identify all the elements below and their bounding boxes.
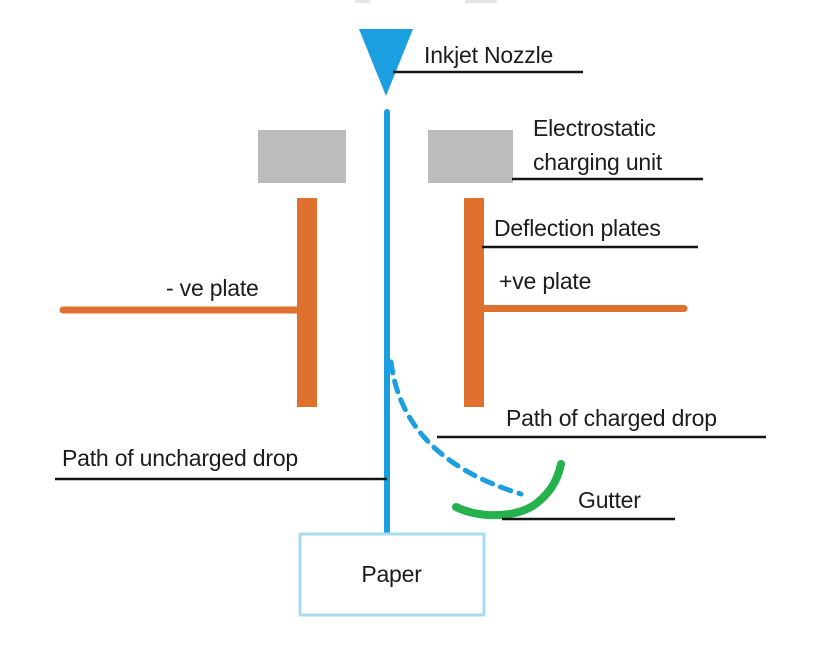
charging-unit-block-right: [428, 130, 513, 183]
deflection-plates-label: Deflection plates: [494, 215, 661, 241]
charging-unit-label: Electrostatic charging unit: [533, 111, 662, 179]
gutter-label: Gutter: [578, 487, 641, 513]
gutter-curve: [452, 460, 565, 520]
charging-unit-label-line1: Electrostatic: [533, 115, 656, 141]
top-remnant-mark: [465, 0, 497, 3]
inkjet-nozzle-label: Inkjet Nozzle: [424, 42, 554, 68]
deflection-plate-right-bar: [464, 198, 484, 407]
deflection-plate-left-bar: [297, 198, 317, 407]
charging-unit-label-line2: charging unit: [533, 149, 663, 175]
inkjet-nozzle-triangle: [359, 29, 413, 96]
charged-drop-dashed-path: [388, 359, 524, 497]
path-charged-label: Path of charged drop: [506, 405, 717, 431]
paper-label-container: Paper: [299, 534, 484, 614]
paper-box: [298, 532, 486, 617]
top-remnant-mark: [355, 0, 370, 3]
path-uncharged-label: Path of uncharged drop: [62, 445, 298, 471]
positive-plate-label: +ve plate: [499, 268, 592, 294]
paper-label: Paper: [361, 561, 422, 587]
negative-plate-label: - ve plate: [166, 275, 259, 301]
charging-unit-block-left: [258, 130, 346, 183]
